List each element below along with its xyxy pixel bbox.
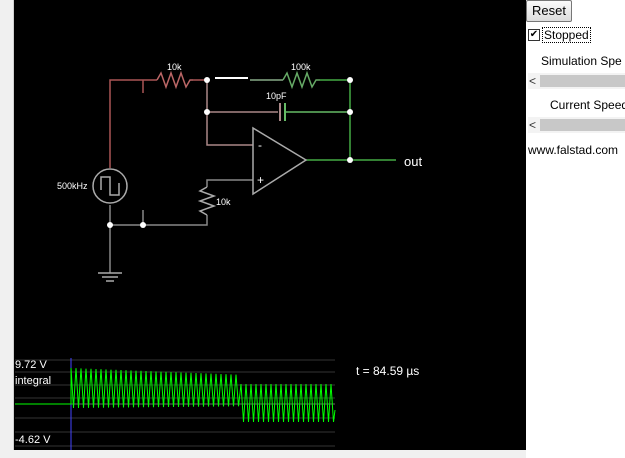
scroll-left-icon[interactable]: < — [529, 118, 537, 132]
scope-trace — [15, 367, 336, 423]
opamp-minus-label: - — [258, 138, 262, 152]
c-label: 10pF — [266, 91, 287, 101]
control-panel — [526, 0, 625, 458]
stopped-checkbox-row[interactable]: ✔ Stopped — [528, 27, 591, 43]
r1-label: 10k — [167, 62, 182, 72]
r3-label: 10k — [216, 197, 231, 207]
stopped-checkbox[interactable]: ✔ — [528, 29, 540, 41]
left-border — [0, 0, 14, 450]
stopped-label: Stopped — [542, 27, 591, 43]
time-label: t = 84.59 µs — [356, 364, 420, 378]
scope-name-label: integral — [15, 375, 52, 387]
resistor-r3 — [197, 186, 217, 216]
wire-r3-bottom — [110, 215, 208, 226]
scope-max-label: 9.72 V — [15, 359, 47, 371]
current-speed-label: Current Speed — [550, 98, 625, 112]
current-speed-scrollbar[interactable]: < — [528, 117, 625, 133]
junction-dots — [107, 77, 353, 228]
scope-min-label: -4.62 V — [15, 434, 51, 446]
opamp-plus-label: + — [257, 173, 264, 187]
scope-grid — [15, 359, 335, 447]
simulation-speed-label: Simulation Spe — [541, 54, 622, 68]
scroll-thumb[interactable] — [540, 119, 625, 131]
output-label: out — [404, 154, 422, 169]
r2-label: 100k — [291, 62, 311, 72]
circuit-diagram[interactable]: 10k 100k 10pF 10k 500kHz out - + — [0, 0, 526, 450]
source-label: 500kHz — [57, 181, 88, 191]
site-link[interactable]: www.falstad.com — [528, 143, 619, 157]
resistor-r1 — [156, 70, 193, 90]
scope-panel — [15, 358, 336, 450]
wire-r2-right — [320, 79, 351, 160]
square-wave-source — [92, 168, 128, 204]
square-wave-icon — [100, 176, 120, 196]
resistor-r2 — [282, 70, 320, 90]
scroll-thumb[interactable] — [540, 75, 625, 87]
wire-inv-input — [206, 112, 253, 146]
simulation-speed-scrollbar[interactable]: < — [528, 73, 625, 89]
wire-source-top — [109, 79, 157, 168]
ground-symbol — [98, 272, 122, 282]
opamp-symbol — [252, 126, 308, 196]
scroll-left-icon[interactable]: < — [529, 74, 537, 88]
wire-noninv-input — [206, 179, 253, 187]
reset-button[interactable]: Reset — [526, 0, 572, 22]
